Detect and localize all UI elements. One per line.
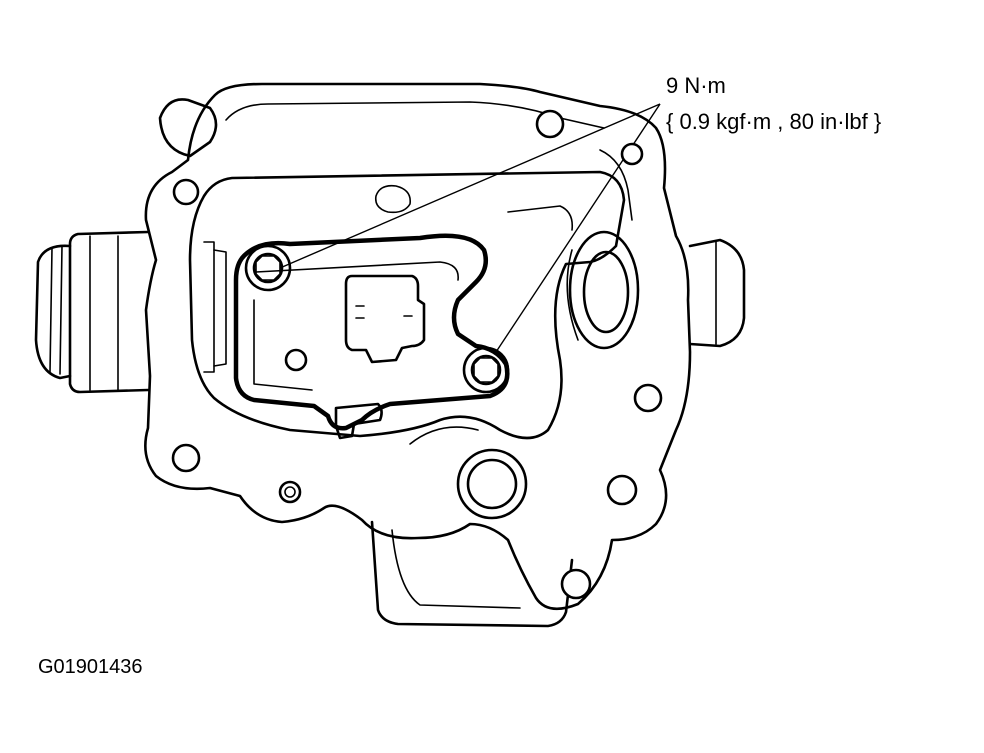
plate-locating-hole — [284, 348, 308, 372]
inner-cavity — [188, 170, 626, 440]
valve-plate — [233, 233, 510, 440]
figure-id-label: G01901436 — [38, 656, 143, 678]
torque-conversion-label: { 0.9 kgf·m , 80 in·lbf } — [666, 109, 882, 134]
bolt-lower-right — [462, 346, 510, 394]
lower-casting — [370, 520, 574, 628]
right-shaft-plug — [688, 238, 746, 348]
bolt-upper-left — [244, 244, 292, 292]
left-shaft-plug — [34, 230, 150, 394]
lower-bore — [409, 426, 528, 520]
torque-value-label: 9 N·m — [666, 73, 726, 98]
upper-left-boss — [158, 98, 218, 158]
flange-bolt-holes — [171, 109, 663, 600]
leader-lines — [279, 103, 661, 353]
right-oval-port — [566, 230, 640, 350]
